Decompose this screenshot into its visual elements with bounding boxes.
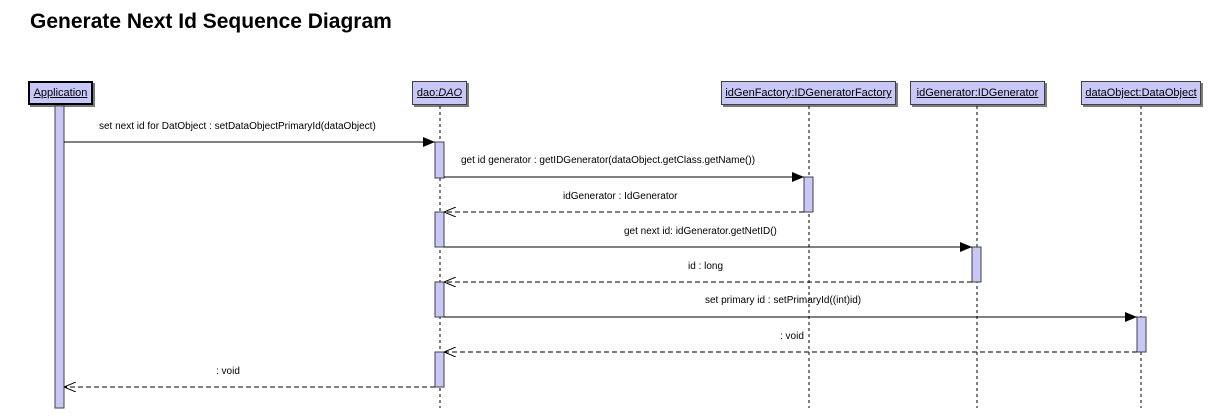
lifeline-application[interactable]: Application <box>28 81 93 105</box>
lifeline-idgenerator[interactable]: idGenerator:IDGenerator <box>910 81 1045 105</box>
lifeline-application-label: Application <box>33 87 88 99</box>
message-label-set-next-id: set next id for DatObject : setDataObjec… <box>99 121 376 132</box>
message-label-return-idgenerator: idGenerator : IdGenerator <box>563 191 678 202</box>
lifeline-dao[interactable]: dao:DAO <box>412 81 467 105</box>
message-label-return-void-app: : void <box>216 366 240 377</box>
activation-idgenfactory <box>803 176 814 213</box>
message-label-get-id-generator: get id generator : getIDGenerator(dataOb… <box>461 155 755 166</box>
lifeline-dataobject-label: dataObject:DataObject <box>1085 87 1197 99</box>
message-label-set-primary-id: set primary id : setPrimaryId((int)id) <box>705 295 861 306</box>
activation-dao-4 <box>434 351 445 388</box>
activation-dao-2 <box>434 211 445 248</box>
diagram-title: Generate Next Id Sequence Diagram <box>30 10 392 33</box>
lifeline-dataobject[interactable]: dataObject:DataObject <box>1081 81 1201 105</box>
lifeline-dao-label: dao:DAO <box>416 87 463 99</box>
activation-dao-1 <box>434 141 445 179</box>
message-label-get-next-id: get next id: idGenerator.getNetID() <box>624 226 777 237</box>
lifeline-idgenfactory-label: idGenFactory:IDGeneratorFactory <box>725 87 892 99</box>
message-label-return-id-long: id : long <box>688 261 723 272</box>
activation-dao-3 <box>434 281 445 318</box>
lifeline-idgenerator-label: idGenerator:IDGenerator <box>916 87 1039 99</box>
activation-idgenerator <box>971 246 982 283</box>
lifeline-idgenfactory[interactable]: idGenFactory:IDGeneratorFactory <box>721 81 896 105</box>
activation-dataobject <box>1136 316 1147 353</box>
activation-application <box>54 105 65 409</box>
message-label-return-void-dataobject: : void <box>780 331 804 342</box>
